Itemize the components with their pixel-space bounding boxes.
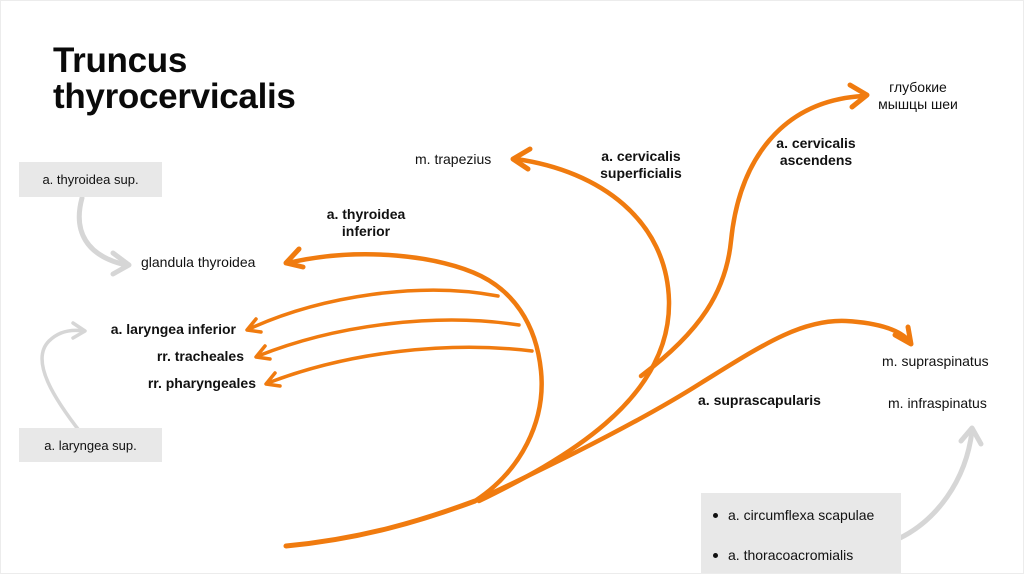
laryngea-sup-box: a. laryngea sup. (19, 428, 162, 462)
laryngea-sup-arrowhead (71, 321, 87, 340)
cervicalis-superficialis-label: a. cervicalis superficialis (581, 148, 701, 182)
thyroidea-inferior-line1: a. thyroidea (326, 206, 406, 222)
laryngea-sup-label: a. laryngea sup. (44, 437, 137, 453)
suprascapularis-label: a. suprascapularis (698, 392, 821, 408)
scapular-anastomosis-arrow (895, 428, 975, 542)
suprascapularis-arrowhead (892, 324, 914, 347)
thyroidea-inferior-label: a. thyroidea inferior (306, 206, 426, 240)
list-item: a. circumflexa scapulae (713, 505, 901, 525)
suprascapularis-artery (472, 318, 912, 504)
thyroidea-inferior-line2: inferior (341, 223, 391, 239)
bullet-icon (713, 512, 718, 518)
title-line-1: Truncus (53, 41, 188, 80)
cervicalis-superficialis-line2: superficialis (600, 165, 682, 181)
tracheales-artery (256, 318, 521, 358)
thyroidea-sup-arrow (76, 195, 129, 268)
m-trapezius-label: m. trapezius (415, 151, 492, 167)
cervicalis-ascendens-line2: ascendens (779, 152, 853, 168)
circumflexa-scapulae-label: a. circumflexa scapulae (728, 507, 875, 523)
thyroidea-inferior-arrowhead (283, 246, 306, 270)
thoracoacromialis-label: a. thoracoacromialis (728, 547, 854, 563)
deep-neck-muscles-line2: мышцы шеи (878, 96, 958, 112)
thyroidea-inferior-artery (285, 252, 544, 504)
thyroidea-sup-label: a. thyroidea sup. (42, 172, 139, 187)
title-line-2: thyrocervicalis (53, 77, 296, 116)
laryngea-inferior-label: a. laryngea inferior (110, 321, 236, 337)
deep-neck-muscles-line1: глубокие (889, 79, 947, 95)
scapular-anastomosis-arrowhead (958, 425, 984, 447)
cervicalis-ascendens-artery (638, 93, 866, 379)
deep-neck-muscles-label: глубокие мышцы шеи (865, 79, 971, 113)
truncus-trunk (283, 498, 478, 549)
pharyngeales-artery (266, 345, 534, 385)
laryngea-inferior-arrowhead (245, 317, 263, 334)
tracheales-label: rr. tracheales (156, 348, 244, 364)
m-infraspinatus-label: m. infraspinatus (888, 395, 987, 411)
cervicalis-ascendens-line1: a. cervicalis (776, 135, 856, 151)
bullet-icon (713, 552, 718, 558)
cervicalis-superficialis-artery (476, 156, 672, 504)
cervicalis-ascendens-label: a. cervicalis ascendens (756, 135, 876, 169)
tracheales-arrowhead (254, 344, 272, 361)
m-supraspinatus-label: m. supraspinatus (882, 353, 989, 369)
thyroidea-sup-arrowhead (110, 250, 132, 277)
pharyngeales-label: rr. pharyngeales (147, 375, 256, 391)
laryngea-sup-arrow (40, 328, 86, 435)
slide-title: Truncus thyrocervicalis (53, 43, 296, 115)
cervicalis-superficialis-line1: a. cervicalis (601, 148, 681, 164)
pharyngeales-arrowhead (264, 371, 282, 388)
thyroidea-sup-box: a. thyroidea sup. (19, 162, 162, 197)
glandula-thyroidea-label: glandula thyroidea (141, 254, 256, 270)
scapular-anastomosis-box: a. circumflexa scapulae a. thoracoacromi… (701, 493, 901, 573)
cervicalis-superficialis-arrowhead (510, 146, 533, 172)
laryngea-inferior-artery (247, 288, 500, 331)
list-item: a. thoracoacromialis (713, 545, 901, 565)
cervicalis-ascendens-arrowhead (847, 82, 870, 110)
